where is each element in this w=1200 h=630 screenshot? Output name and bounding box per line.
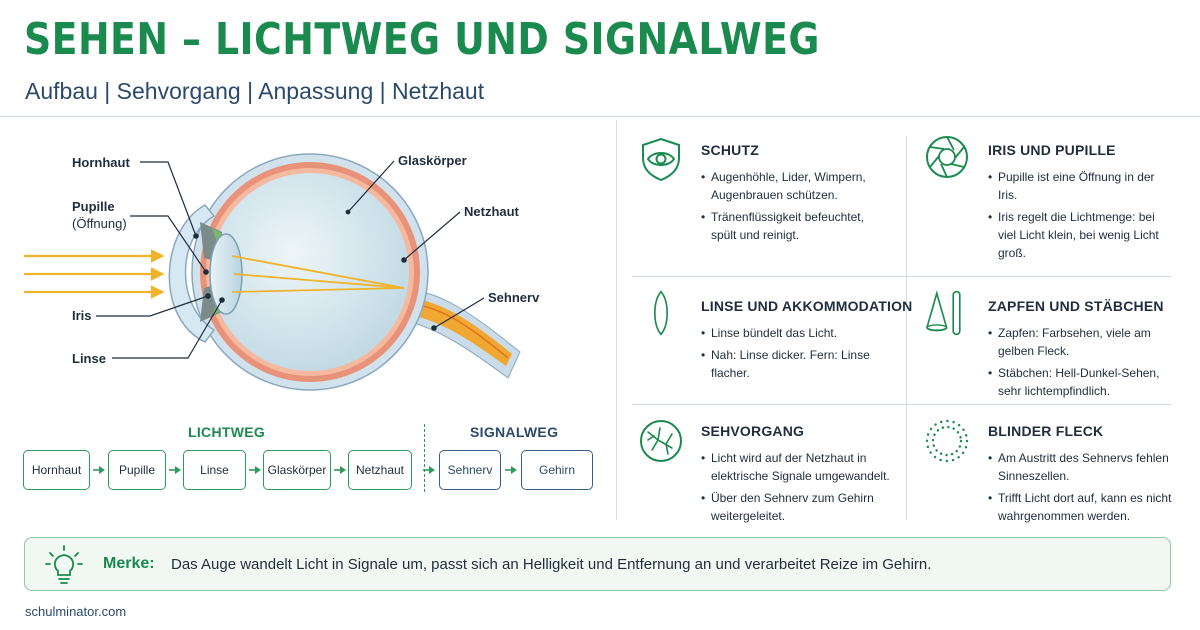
flow-arrow bbox=[505, 466, 517, 474]
card-body-zapfen: Zapfen: Farbsehen, viele am gelben Fleck… bbox=[988, 324, 1168, 404]
card-bullet: Stäbchen: Hell-Dunkel-Sehen, sehr lichte… bbox=[988, 364, 1168, 400]
label-hornhaut: Hornhaut bbox=[72, 155, 130, 170]
flow-step-sehnerv: Sehnerv bbox=[439, 450, 501, 490]
card-title-schutz: SCHUTZ bbox=[701, 142, 759, 158]
label-glaskoerper: Glaskörper bbox=[398, 153, 467, 168]
card-divider-horizontal bbox=[632, 404, 1172, 405]
card-bullet: Nah: Linse dicker. Fern: Linse flacher. bbox=[701, 346, 891, 382]
lichtweg-title: LICHTWEG bbox=[188, 424, 266, 440]
label-pupille: Pupille bbox=[72, 199, 115, 214]
card-bullet: Zapfen: Farbsehen, viele am gelben Fleck… bbox=[988, 324, 1168, 360]
label-linse: Linse bbox=[72, 351, 106, 366]
signalweg-title: SIGNALWEG bbox=[470, 424, 559, 440]
flow-arrow bbox=[249, 466, 261, 474]
card-body-blinder: Am Austritt des Sehnervs fehlen Sinnesze… bbox=[988, 449, 1172, 529]
source-footer: schulminator.com bbox=[25, 604, 127, 619]
card-bullet: Über den Sehnerv zum Gehirn weitergeleit… bbox=[701, 489, 897, 525]
cone-rod-icon bbox=[926, 290, 961, 336]
card-body-sehvorgang: Licht wird auf der Netzhaut in elektrisc… bbox=[701, 449, 897, 529]
merke-box: Merke: Das Auge wandelt Licht in Signale… bbox=[24, 537, 1171, 591]
card-bullet: Am Austritt des Sehnervs fehlen Sinnesze… bbox=[988, 449, 1172, 485]
page-title: SEHEN – LICHTWEG UND SIGNALWEG bbox=[24, 14, 820, 65]
label-sehnerv: Sehnerv bbox=[488, 290, 540, 305]
page-subtitle: Aufbau | Sehvorgang | Anpassung | Netzha… bbox=[25, 78, 485, 104]
merke-text: Das Auge wandelt Licht in Signale um, pa… bbox=[171, 556, 932, 573]
dotted-circle-icon bbox=[925, 419, 969, 463]
eye-diagram bbox=[24, 153, 521, 391]
nerve-cell-icon bbox=[640, 420, 682, 462]
flow-step-gehirn: Gehirn bbox=[521, 450, 593, 490]
label-iris: Iris bbox=[72, 308, 92, 323]
flow-arrow bbox=[169, 466, 181, 474]
label-netzhaut: Netzhaut bbox=[464, 204, 519, 219]
merke-label: Merke: bbox=[103, 555, 155, 572]
flow-step-netzhaut: Netzhaut bbox=[348, 450, 412, 490]
card-body-schutz: Augenhöhle, Lider, Wimpern, Augenbrauen … bbox=[701, 168, 891, 248]
card-divider-horizontal bbox=[632, 276, 1172, 277]
optic-nerve bbox=[395, 287, 521, 379]
flow-arrow bbox=[334, 466, 346, 474]
lens-icon bbox=[654, 290, 668, 336]
card-bullet: Linse bündelt das Licht. bbox=[701, 324, 891, 342]
panel-divider bbox=[616, 120, 617, 520]
card-body-iris: Pupille ist eine Öffnung in der Iris. Ir… bbox=[988, 168, 1168, 266]
card-title-iris: IRIS UND PUPILLE bbox=[988, 142, 1116, 158]
aperture-icon bbox=[926, 136, 968, 178]
flow-step-pupille: Pupille bbox=[108, 450, 166, 490]
header-divider bbox=[0, 116, 1200, 117]
light-rays bbox=[24, 249, 165, 299]
flow-arrow bbox=[423, 466, 435, 474]
card-bullet: Iris regelt die Lichtmenge: bei viel Lic… bbox=[988, 208, 1168, 262]
flow-step-hornhaut: Hornhaut bbox=[23, 450, 90, 490]
card-bullet: Augenhöhle, Lider, Wimpern, Augenbrauen … bbox=[701, 168, 891, 204]
card-title-linse: LINSE UND AKKOMMODATION bbox=[701, 298, 913, 314]
card-title-zapfen: ZAPFEN UND STÄBCHEN bbox=[988, 298, 1164, 314]
flow-divider bbox=[424, 424, 425, 492]
flow-arrow bbox=[93, 466, 105, 474]
card-divider-vertical bbox=[906, 136, 907, 520]
card-bullet: Trifft Licht dort auf, kann es nicht wah… bbox=[988, 489, 1172, 525]
card-bullet: Pupille ist eine Öffnung in der Iris. bbox=[988, 168, 1168, 204]
card-body-linse: Linse bündelt das Licht. Nah: Linse dick… bbox=[701, 324, 891, 386]
flow-step-glaskoerper: Glaskörper bbox=[263, 450, 331, 490]
label-pupille-sub: (Öffnung) bbox=[72, 216, 127, 231]
shield-eye-icon bbox=[642, 137, 680, 182]
card-bullet: Licht wird auf der Netzhaut in elektrisc… bbox=[701, 449, 897, 485]
flow-step-linse: Linse bbox=[183, 450, 246, 490]
card-title-blinder: BLINDER FLECK bbox=[988, 423, 1104, 439]
lightbulb-icon bbox=[45, 545, 83, 584]
card-bullet: Tränenflüssigkeit befeuchtet, spült und … bbox=[701, 208, 891, 244]
card-title-sehvorgang: SEHVORGANG bbox=[701, 423, 805, 439]
